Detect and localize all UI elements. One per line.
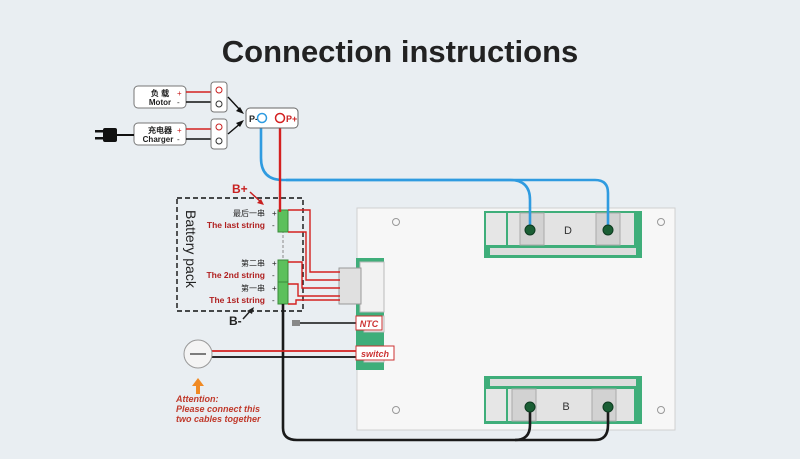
- second-minus: -: [272, 271, 275, 280]
- output-box: [245, 107, 299, 129]
- motor-en: Motor: [149, 98, 171, 107]
- mount-hole: [392, 406, 400, 414]
- p-minus-pin: [256, 112, 268, 124]
- last-minus: -: [272, 221, 275, 230]
- last-string-en: The last string: [207, 220, 265, 230]
- motor-pin-minus: [215, 100, 223, 108]
- attention-line1: Attention:: [175, 394, 219, 404]
- mount-hole: [392, 218, 400, 226]
- switch-label-box: [355, 345, 395, 361]
- b-minus-wire-branch: [514, 407, 532, 442]
- top-resistor-row: [490, 248, 636, 255]
- ntc-probe: [292, 320, 300, 326]
- last-plus: +: [272, 209, 277, 218]
- motor-cn: 负 载: [151, 88, 169, 98]
- charger-minus: -: [177, 135, 180, 144]
- balance-wire-3: [288, 261, 340, 289]
- balance-wire-1: [288, 209, 340, 273]
- charger-plus: +: [177, 126, 182, 135]
- motor-arrowhead: [236, 107, 244, 114]
- bottom-chip: [486, 389, 506, 421]
- power-plug-icon: [95, 128, 134, 142]
- p-plus-pin: [274, 112, 286, 124]
- charger-arrowhead: [236, 120, 244, 127]
- p-minus-label: P-: [249, 114, 258, 124]
- top-chip: [486, 213, 506, 245]
- page-title: Connection instructions: [221, 34, 579, 69]
- attention-line2: Please connect this: [176, 404, 260, 414]
- charger-connector: [210, 118, 228, 150]
- second-string-en: The 2nd string: [206, 270, 265, 280]
- first-plus: +: [272, 284, 277, 293]
- bottom-resistor-row: [490, 379, 636, 386]
- balance-wire-5: [288, 299, 340, 305]
- cell-second: [277, 259, 289, 283]
- p-minus-terminal: [524, 224, 536, 236]
- balance-wire-2: [288, 231, 340, 281]
- ntc-label-box: [355, 315, 383, 331]
- b-minus-arrowhead: [247, 307, 254, 314]
- p-plus-label: P+: [286, 114, 297, 124]
- first-minus: -: [272, 296, 275, 305]
- cell-last: [277, 209, 289, 233]
- first-string-cn: 第一串: [241, 283, 265, 293]
- top-board-mark: D: [564, 225, 572, 237]
- battery-pack-title: Battery pack: [183, 210, 199, 289]
- bms-board: D B: [338, 207, 676, 431]
- charger-cn: 充电器: [148, 125, 173, 135]
- motor-minus: -: [177, 98, 180, 107]
- second-string-cn: 第二串: [241, 258, 265, 268]
- charger-pin-minus: [215, 137, 223, 145]
- ntc-label: NTC: [360, 319, 379, 329]
- motor-box: [133, 85, 187, 109]
- motor-plus: +: [177, 89, 182, 98]
- attention-arrow: [192, 378, 204, 394]
- motor-pin-plus: [215, 86, 223, 94]
- balance-connector: [359, 261, 385, 313]
- p-minus-wire-branch: [286, 178, 610, 230]
- b-minus-wire: [281, 304, 610, 442]
- c-minus-terminal: [602, 224, 614, 236]
- attention-line3: two cables together: [176, 414, 261, 424]
- charger-pin-plus: [215, 123, 223, 131]
- b-minus-terminal-2: [602, 401, 614, 413]
- balance-wire-4: [288, 283, 340, 297]
- cell-first: [277, 281, 289, 305]
- charger-en: Charger: [143, 135, 174, 144]
- switch-label: switch: [361, 349, 390, 359]
- second-plus: +: [272, 259, 277, 268]
- b-minus-terminal: [524, 401, 536, 413]
- b-plus-arrowhead: [257, 199, 264, 205]
- b-minus-label: B-: [229, 314, 242, 328]
- b-plus-label: B+: [232, 182, 248, 196]
- first-string-en: The 1st string: [209, 295, 265, 305]
- mount-hole: [657, 406, 665, 414]
- last-string-cn: 最后一串: [233, 208, 265, 218]
- balance-plug: [338, 267, 362, 305]
- mount-hole: [657, 218, 665, 226]
- bottom-board-mark: B: [562, 401, 569, 413]
- motor-connector: [210, 81, 228, 113]
